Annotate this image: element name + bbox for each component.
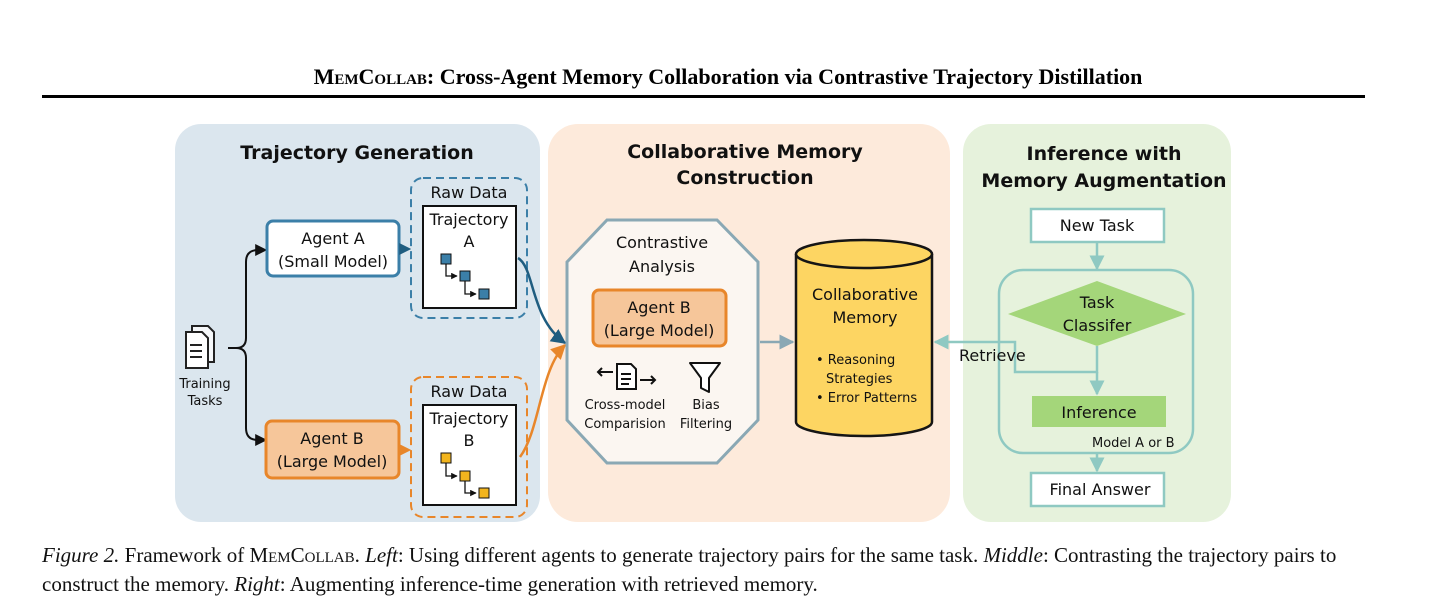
title-mem: Mem [313, 64, 359, 89]
database-cylinder-icon [794, 238, 934, 438]
agent-b-box [264, 419, 401, 480]
contrastive-label-2: Analysis [629, 257, 695, 276]
contrastive-label-1: Contrastive [616, 233, 708, 252]
raw-data-a-label: Raw Data [431, 183, 508, 202]
agent-a-sublabel: (Small Model) [278, 252, 388, 271]
funnel-icon [689, 362, 721, 393]
training-tasks-label-2: Tasks [187, 394, 223, 409]
right-panel-title-2: Memory Augmentation [981, 170, 1226, 192]
final-answer-box [1029, 471, 1166, 508]
trajectory-a-letter: A [464, 232, 475, 251]
memory-item-1-cont: Strategies [826, 372, 893, 387]
agent-a-box [265, 219, 401, 278]
middle-panel-title-1: Collaborative Memory [627, 141, 863, 163]
figure-caption: Figure 2. Framework of MemCollab. Left: … [42, 541, 1372, 599]
memory-item-1: • Reasoning [816, 353, 895, 368]
raw-data-b-label: Raw Data [431, 382, 508, 401]
retrieve-arrow [933, 334, 1099, 374]
training-tasks-label-1: Training [178, 377, 230, 392]
caption-right-text: : Augmenting inference-time generation w… [279, 572, 818, 596]
compare-arrows-icon [596, 363, 657, 390]
trajectory-a-steps [440, 253, 490, 300]
middle-panel-title-2: Construction [676, 167, 813, 189]
caption-fig-label: Figure 2. [42, 543, 120, 567]
memory-item-2: • Error Patterns [816, 391, 917, 406]
classifier-label-1: Task [1079, 293, 1115, 312]
trajectory-b-steps [440, 452, 490, 499]
inference-label: Inference [1061, 403, 1136, 422]
trajectory-b-label: Trajectory [429, 409, 509, 428]
trajectory-b-letter: B [464, 431, 475, 450]
fork-connector [228, 244, 268, 349]
memory-title-1: Collaborative [812, 285, 918, 304]
raw-data-b-container [410, 376, 528, 518]
bias-label-1: Bias [692, 398, 719, 413]
title-collab: Collab [358, 64, 427, 89]
cross-model-label-1: Cross-model [585, 398, 666, 413]
caption-name-collab: Collab [290, 543, 355, 567]
model-a-or-b-label: Model A or B [1092, 436, 1175, 451]
document-stack-icon [185, 325, 215, 369]
middle-agent-b-label: Agent B [627, 298, 690, 317]
caption-name-mem: Mem [249, 543, 291, 567]
caption-text-2: . [354, 543, 366, 567]
title-rest: : Cross-Agent Memory Collaboration via C… [426, 64, 1143, 89]
trajectory-b-box [422, 404, 517, 506]
new-task-label: New Task [1060, 216, 1135, 235]
memory-title-2: Memory [832, 308, 897, 327]
trajectory-a-flow-arrow [517, 256, 567, 345]
retrieve-label: Retrieve [959, 346, 1026, 365]
caption-middle-text: : Contrasting the trajectory pairs to co… [42, 543, 1337, 596]
caption-left-label: Left [365, 543, 398, 567]
agent-b-sublabel: (Large Model) [277, 452, 388, 471]
left-panel-title: Trajectory Generation [240, 142, 474, 164]
agent-b-label: Agent B [300, 429, 363, 448]
trajectory-a-label: Trajectory [429, 210, 509, 229]
classifier-label-2: Classifer [1063, 316, 1132, 335]
caption-text-1: Framework of [119, 543, 250, 567]
bias-label-2: Filtering [680, 417, 732, 432]
middle-agent-b-sublabel: (Large Model) [604, 321, 715, 340]
paper-running-header: MemCollab: Cross-Agent Memory Collaborat… [0, 64, 1456, 90]
new-task-box [1029, 207, 1166, 244]
right-panel-title-1: Inference with [1027, 143, 1182, 165]
inference-box [1032, 396, 1166, 427]
trajectory-b-flow-arrow [518, 343, 567, 458]
caption-left-text: : Using different agents to generate tra… [397, 543, 984, 567]
caption-middle-label: Middle [983, 543, 1043, 567]
cross-model-label-2: Comparision [584, 417, 665, 432]
middle-agent-b-box [591, 288, 728, 348]
trajectory-a-box [422, 205, 517, 309]
fork-connector-lower [235, 347, 268, 446]
header-rule [42, 95, 1365, 98]
raw-data-a-container [410, 177, 528, 319]
caption-right-label: Right [234, 572, 280, 596]
task-classifier-diamond [1008, 281, 1186, 346]
final-answer-label: Final Answer [1050, 480, 1151, 499]
agent-a-label: Agent A [301, 229, 364, 248]
